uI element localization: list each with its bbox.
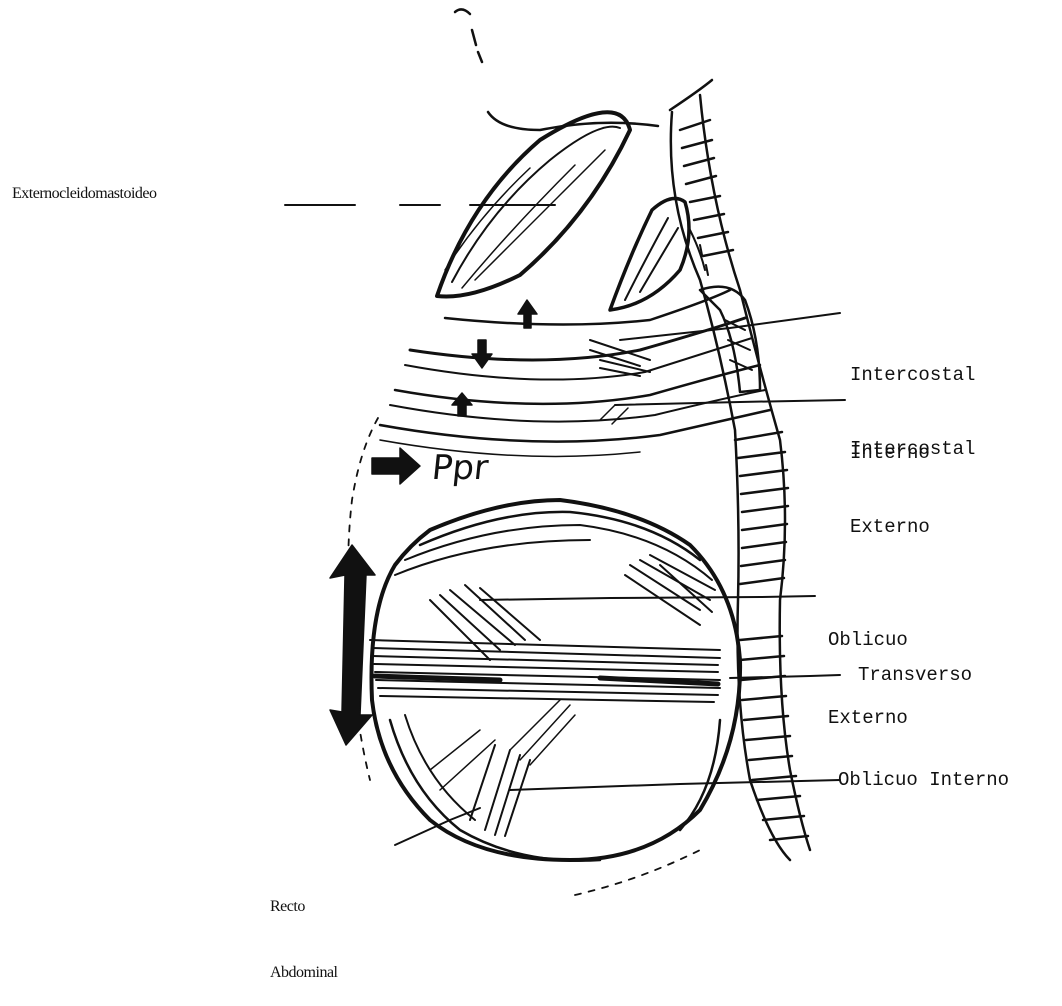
- label-recto-abdominal: Recto Abdominal: [270, 852, 338, 1006]
- abdominal-wall: [370, 500, 740, 861]
- label-esternocleidomastoideo: Externocleidomastoideo: [12, 183, 157, 205]
- scalene-muscle: [610, 198, 708, 310]
- label-transverso: Transverso: [858, 662, 972, 688]
- arrow-up-icon: [452, 393, 472, 416]
- arrow-down-icon: [472, 340, 492, 368]
- label-oblicuo-interno: Oblicuo Interno: [838, 767, 1009, 793]
- leader-recto-abdominal: [395, 808, 480, 845]
- spine: [670, 80, 810, 860]
- label-line: Externo: [828, 705, 908, 731]
- leader-oblicuo-interno: [510, 780, 840, 790]
- label-line: Recto: [270, 896, 338, 918]
- label-line: Oblicuo: [828, 627, 908, 653]
- pleural-pressure-arrow: [372, 448, 420, 484]
- rib-cage: [380, 287, 770, 457]
- label-line: Abdominal: [270, 962, 338, 984]
- label-line: Intercostal: [850, 436, 975, 462]
- rectus-arrow: [330, 545, 375, 745]
- label-intercostal-externo: Intercostal Externo: [850, 384, 975, 566]
- label-ppr: Ppr: [430, 448, 490, 488]
- leader-oblicuo-externo: [480, 596, 815, 600]
- head-neck-outline: [455, 9, 658, 130]
- label-line: Externo: [850, 514, 975, 540]
